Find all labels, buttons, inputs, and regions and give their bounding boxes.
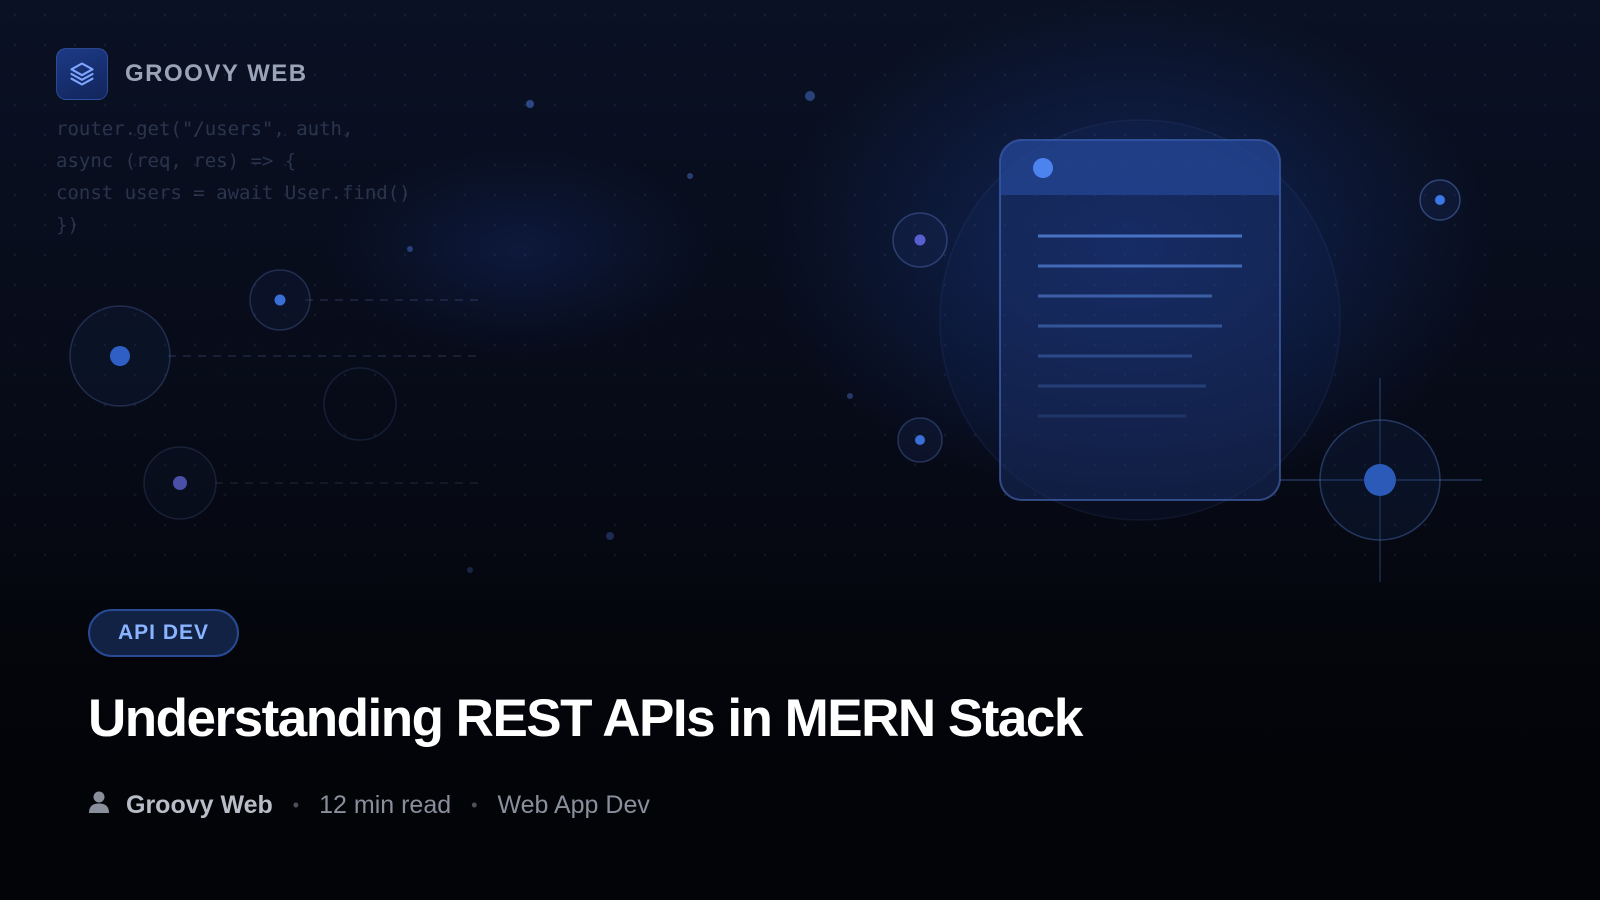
post-title: Understanding REST APIs in MERN Stack [88,689,1083,748]
post-meta: Groovy Web • 12 min read • Web App Dev [88,790,650,821]
network-illustration [69,91,1482,582]
dot-separator: • [292,795,300,815]
right-network-graphic [892,179,1482,582]
code-line: const users = await User.find() [56,182,411,204]
brand-name: GROOVY WEB [125,60,308,87]
brand-header[interactable]: GROOVY WEB [56,48,308,100]
code-line: router.get("/users", auth, [56,118,354,140]
read-time: 12 min read [319,791,452,819]
author-name[interactable]: Groovy Web [126,791,273,819]
left-network-graphic [69,91,853,573]
user-icon [88,790,110,821]
dot-grid-background [0,0,1600,560]
post-category[interactable]: Web App Dev [497,791,650,819]
bottom-gradient-overlay [0,560,1600,900]
dot-separator: • [471,795,478,815]
document-graphic [939,119,1341,521]
code-line: async (req, res) => { [56,150,297,172]
code-line: }) [56,214,79,236]
layers-icon [56,48,108,100]
code-snippet-decoration: router.get("/users", auth, async (req, re… [56,113,411,241]
category-tag[interactable]: API DEV [88,609,240,657]
